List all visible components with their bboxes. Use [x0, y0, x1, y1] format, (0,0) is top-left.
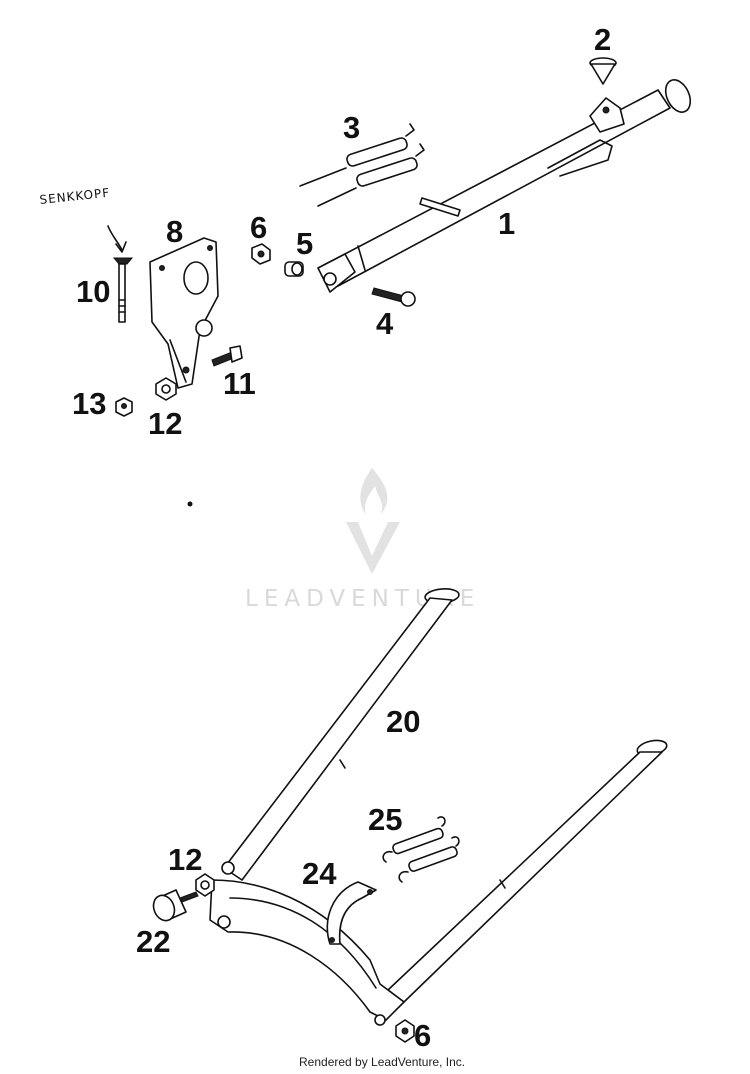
rubber-plug-part-2 — [589, 57, 617, 85]
nut-part-6-bottom — [395, 1019, 415, 1043]
callout-8: 8 — [166, 214, 183, 249]
nut-part-6-top — [251, 243, 271, 265]
callout-13: 13 — [72, 386, 106, 421]
callout-22: 22 — [136, 924, 170, 959]
callout-20: 20 — [386, 704, 420, 739]
callout-6-bottom: 6 — [414, 1018, 431, 1053]
callout-11: 11 — [223, 366, 256, 401]
bracket-part-24 — [326, 881, 377, 945]
springs-part-3 — [299, 123, 425, 207]
callout-6-top: 6 — [250, 210, 267, 245]
nut-part-12-bottom — [195, 873, 215, 897]
bolt-part-4 — [371, 287, 416, 307]
annotation-arrow — [107, 225, 127, 253]
bracket-part-8 — [149, 237, 219, 389]
buffer-part-22 — [152, 889, 199, 922]
callout-3: 3 — [343, 110, 360, 145]
screw-part-10 — [112, 257, 134, 323]
callout-25: 25 — [368, 802, 402, 837]
flame-logo-icon — [360, 468, 388, 515]
nut-part-13 — [115, 397, 133, 417]
footer-credit: Rendered by LeadVenture, Inc. — [299, 1055, 465, 1069]
callout-10: 10 — [76, 274, 110, 309]
callout-1: 1 — [498, 206, 515, 241]
handwritten-annotation: SENKKOPF — [39, 186, 111, 207]
v-logo-icon — [346, 522, 400, 574]
center-stand-part-20 — [209, 588, 668, 1026]
callout-5: 5 — [296, 226, 313, 261]
speck — [187, 501, 193, 507]
callout-2: 2 — [594, 22, 611, 57]
callout-12-top: 12 — [148, 406, 182, 441]
springs-part-25 — [382, 816, 460, 883]
side-stand-part-1 — [317, 79, 692, 293]
callout-4: 4 — [376, 306, 394, 341]
callout-24: 24 — [302, 856, 337, 891]
callout-12-bottom: 12 — [168, 842, 202, 877]
nut-part-12-top — [155, 377, 177, 401]
sleeve-part-5 — [284, 261, 304, 277]
bolt-part-11 — [211, 345, 243, 367]
